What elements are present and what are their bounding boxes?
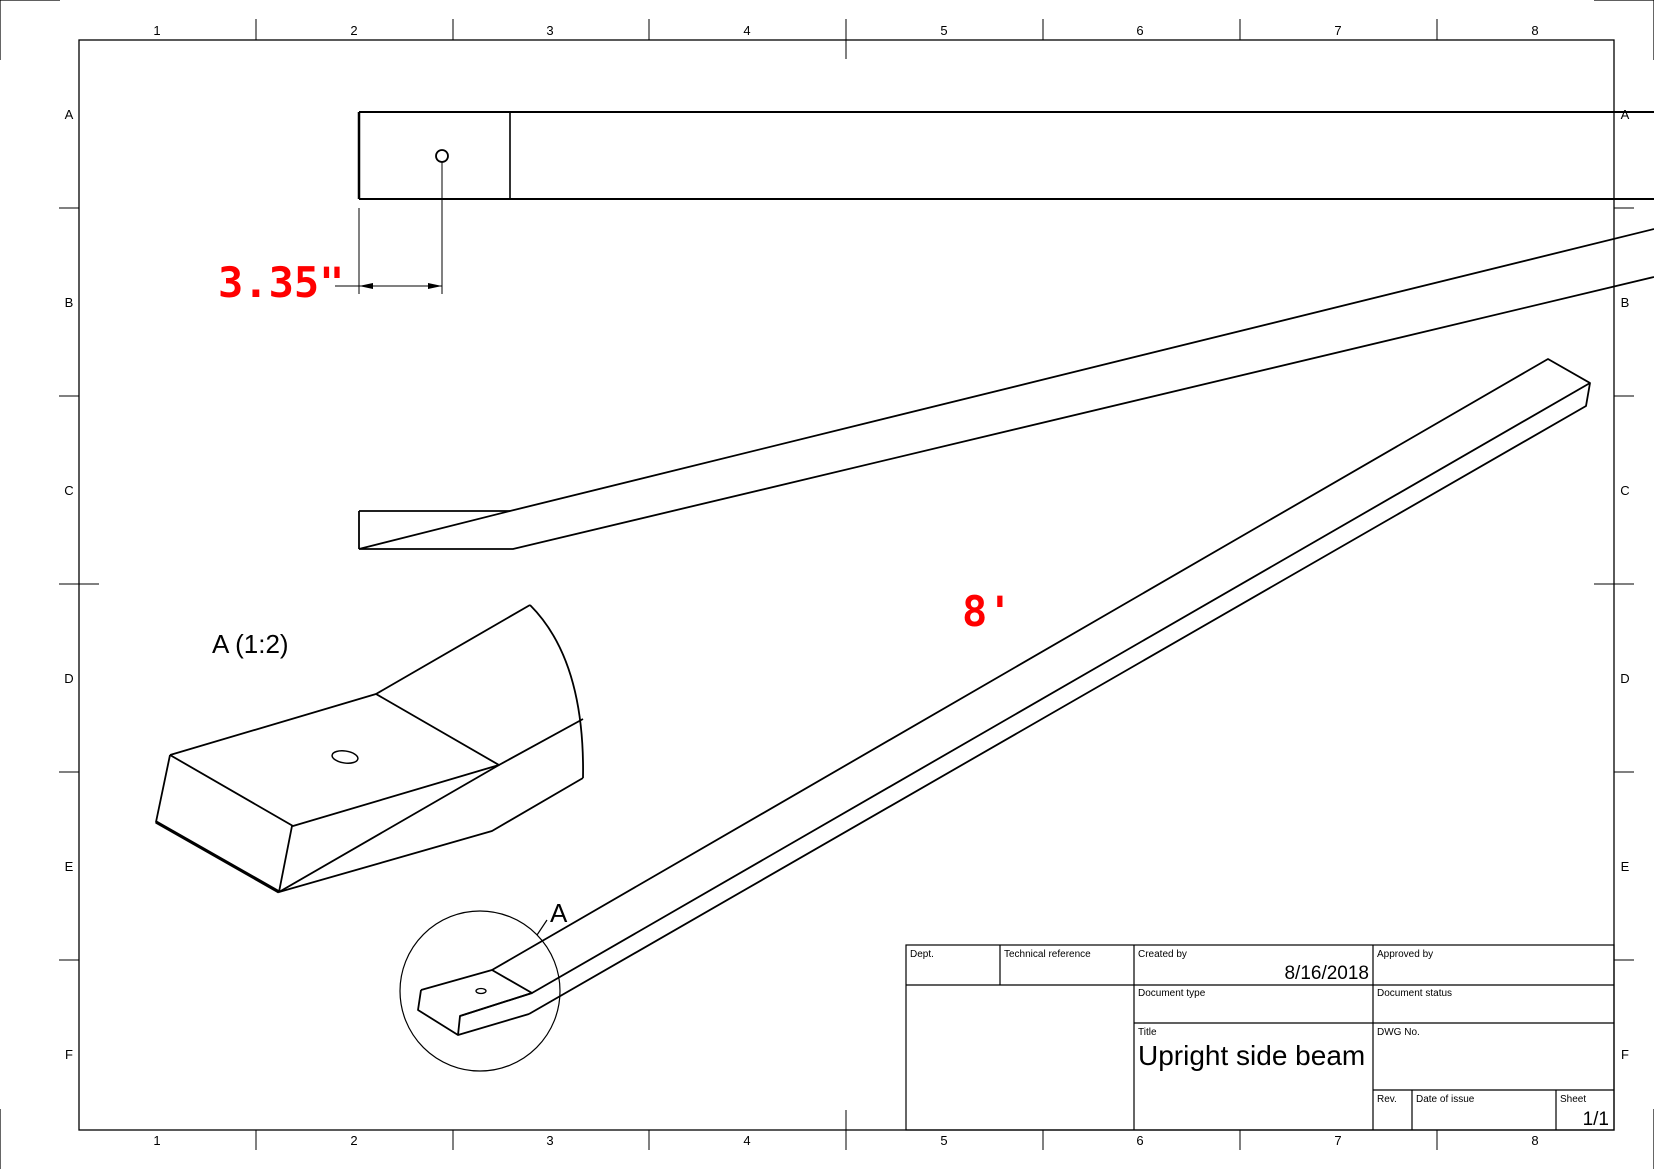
detail-callout-circle xyxy=(399,910,561,1072)
document-status-label: Document status xyxy=(1377,988,1452,999)
column-label: 2 xyxy=(350,1133,357,1148)
document-type-label: Document type xyxy=(1138,988,1206,999)
beam-length-label: 8' xyxy=(962,587,1013,636)
dwg-no-label: DWG No. xyxy=(1377,1027,1420,1038)
tech-ref-label: Technical reference xyxy=(1004,949,1091,960)
row-label: F xyxy=(1621,1047,1629,1062)
side-view-beam xyxy=(358,228,1654,550)
row-label: C xyxy=(64,483,73,498)
column-label: 3 xyxy=(546,23,553,38)
column-label: 5 xyxy=(940,1133,947,1148)
zone-ticks xyxy=(59,19,1634,1150)
row-label: A xyxy=(65,107,74,122)
approved-by-label: Approved by xyxy=(1377,949,1433,960)
hole-offset-dimension xyxy=(335,162,443,294)
column-label: 5 xyxy=(940,23,947,38)
column-labels-top: 1 2 3 4 5 6 7 8 xyxy=(153,23,1538,38)
detail-callout xyxy=(399,910,561,1072)
detail-view-label: A (1:2) xyxy=(212,629,289,659)
created-by-label: Created by xyxy=(1138,949,1187,960)
detail-callout-label: A xyxy=(550,898,568,928)
row-labels-left: A B C D E F xyxy=(64,107,73,1062)
title-block xyxy=(905,944,1615,1131)
row-label: E xyxy=(65,859,74,874)
column-label: 4 xyxy=(743,1133,750,1148)
isometric-beam xyxy=(417,358,1591,1036)
date-of-issue-label: Date of issue xyxy=(1416,1094,1475,1105)
column-label: 6 xyxy=(1136,23,1143,38)
row-label: D xyxy=(64,671,73,686)
iso-hole xyxy=(475,987,487,995)
row-labels-right: A B C D E F xyxy=(1620,107,1629,1062)
detail-hole xyxy=(331,750,359,764)
column-label: 7 xyxy=(1334,23,1341,38)
row-label: B xyxy=(1621,295,1630,310)
sheet-value: 1/1 xyxy=(1583,1109,1609,1130)
drawing-frame xyxy=(78,39,1615,1131)
row-label: F xyxy=(65,1047,73,1062)
column-label: 4 xyxy=(743,23,750,38)
drawing-title: Upright side beam xyxy=(1138,1040,1365,1071)
column-label: 1 xyxy=(153,1133,160,1148)
column-label: 7 xyxy=(1334,1133,1341,1148)
detail-view-a xyxy=(155,604,584,894)
column-labels-bottom: 1 2 3 4 5 6 7 8 xyxy=(153,1133,1538,1148)
sheet-label: Sheet xyxy=(1560,1094,1586,1105)
title-label: Title xyxy=(1138,1027,1157,1038)
row-label: D xyxy=(1620,671,1629,686)
rev-label: Rev. xyxy=(1377,1094,1397,1105)
created-date: 8/16/2018 xyxy=(1284,963,1369,984)
column-label: 8 xyxy=(1531,1133,1538,1148)
dept-label: Dept. xyxy=(910,949,934,960)
row-label: B xyxy=(65,295,74,310)
row-label: A xyxy=(1621,107,1630,122)
column-label: 2 xyxy=(350,23,357,38)
top-view-beam xyxy=(357,111,1654,200)
hole-circle xyxy=(435,149,449,163)
column-label: 3 xyxy=(546,1133,553,1148)
hole-offset-label: 3.35" xyxy=(218,258,344,307)
column-label: 8 xyxy=(1531,23,1538,38)
row-label: E xyxy=(1621,859,1630,874)
column-label: 1 xyxy=(153,23,160,38)
row-label: C xyxy=(1620,483,1629,498)
column-label: 6 xyxy=(1136,1133,1143,1148)
